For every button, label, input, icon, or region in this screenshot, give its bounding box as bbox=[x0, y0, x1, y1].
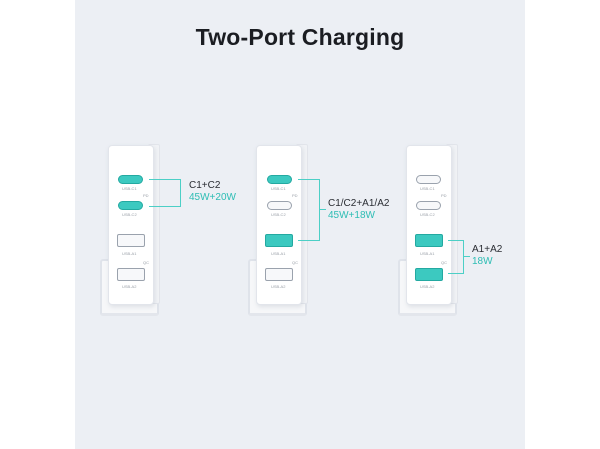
port-label-c1: USB-C1 bbox=[122, 186, 137, 191]
combo-label: C1+C2 45W+20W bbox=[189, 180, 236, 203]
port-label-a2: USB-A2 bbox=[122, 284, 137, 289]
highlight-bracket bbox=[149, 179, 181, 207]
highlight-bracket bbox=[298, 179, 320, 241]
qc-label: QC bbox=[143, 260, 149, 265]
port-label-a2: USB-A2 bbox=[420, 284, 435, 289]
port-usb-c2 bbox=[267, 201, 292, 210]
pd-label: PD bbox=[441, 193, 447, 198]
port-usb-a1 bbox=[265, 234, 293, 247]
pd-label: PD bbox=[143, 193, 149, 198]
pd-label: PD bbox=[292, 193, 298, 198]
port-usb-a2 bbox=[415, 268, 443, 281]
port-label-c2: USB-C2 bbox=[122, 212, 137, 217]
port-label-c1: USB-C1 bbox=[271, 186, 286, 191]
highlight-bracket bbox=[448, 240, 464, 274]
port-usb-a2 bbox=[265, 268, 293, 281]
combo-label: C1/C2+A1/A2 45W+18W bbox=[328, 198, 390, 221]
port-label-a1: USB-A1 bbox=[122, 251, 137, 256]
port-usb-a1 bbox=[117, 234, 145, 247]
qc-label: QC bbox=[441, 260, 447, 265]
page-title: Two-Port Charging bbox=[195, 24, 405, 50]
port-usb-c1 bbox=[267, 175, 292, 184]
port-label-a1: USB-A1 bbox=[271, 251, 286, 256]
connector-line bbox=[464, 256, 470, 257]
port-usb-c2 bbox=[118, 201, 143, 210]
port-label-c2: USB-C2 bbox=[420, 212, 435, 217]
port-label-a2: USB-A2 bbox=[271, 284, 286, 289]
port-label-c1: USB-C1 bbox=[420, 186, 435, 191]
qc-label: QC bbox=[292, 260, 298, 265]
port-usb-c1 bbox=[118, 175, 143, 184]
port-usb-a2 bbox=[117, 268, 145, 281]
charger-3-body bbox=[406, 145, 452, 305]
port-label-c2: USB-C2 bbox=[271, 212, 286, 217]
port-usb-c2 bbox=[416, 201, 441, 210]
charger-2-body bbox=[256, 145, 302, 305]
port-usb-a1 bbox=[415, 234, 443, 247]
charger-1-body bbox=[108, 145, 154, 305]
combo-label: A1+A2 18W bbox=[472, 244, 503, 267]
port-label-a1: USB-A1 bbox=[420, 251, 435, 256]
port-usb-c1 bbox=[416, 175, 441, 184]
connector-line bbox=[320, 209, 326, 210]
